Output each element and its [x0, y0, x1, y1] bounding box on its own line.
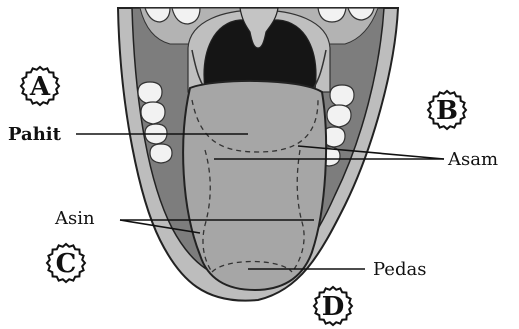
badge-a: A [21, 67, 59, 105]
badge-c: C [47, 244, 85, 282]
label-pahit: Pahit [8, 126, 61, 144]
svg-text:A: A [29, 72, 51, 102]
label-asin: Asin [55, 210, 95, 228]
tongue [183, 81, 326, 290]
svg-text:D: D [322, 292, 345, 322]
badge-b: B [428, 91, 466, 129]
label-pedas: Pedas [373, 261, 426, 279]
label-asam: Asam [448, 151, 498, 169]
badge-d: D [314, 287, 352, 325]
svg-text:C: C [56, 249, 77, 279]
svg-text:B: B [436, 96, 458, 126]
